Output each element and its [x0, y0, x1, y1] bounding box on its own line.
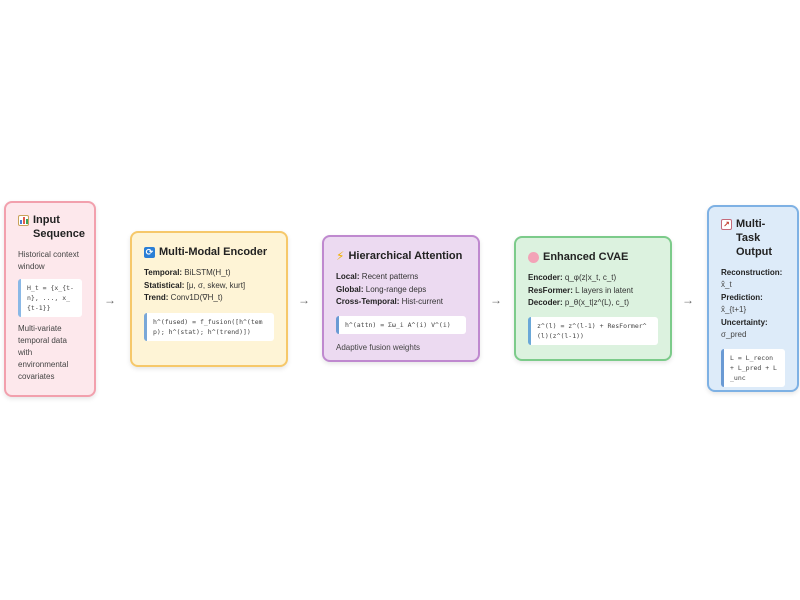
encoder-row-statistical: Statistical: [μ, σ, skew, kurt]: [144, 280, 246, 290]
cycle-arrows-icon: ⟳: [144, 247, 155, 258]
enhanced-cvae-box: Enhanced CVAE Encoder: q_φ(z|x_t, c_t) R…: [514, 236, 672, 361]
lightning-icon: ⚡: [336, 249, 345, 263]
trend-chart-icon: ↗: [721, 219, 732, 230]
attention-row-global: Global: Long-range deps: [336, 284, 427, 294]
attention-row-local: Local: Recent patterns: [336, 272, 419, 281]
flow-arrow-4: →: [682, 293, 694, 307]
input-description: Historical context window: [18, 250, 79, 271]
flow-arrow-3: →: [490, 293, 502, 307]
cvae-row-encoder: Encoder: q_φ(z|x_t, c_t): [528, 273, 617, 282]
input-formula: H_t = {x_{t-n}, ..., x_{t-1}}: [18, 279, 82, 317]
cvae-title: Enhanced CVAE: [528, 250, 658, 264]
flow-arrow-1: →: [104, 293, 116, 307]
encoder-title: ⟳ Multi-Modal Encoder: [144, 246, 268, 258]
attention-title: ⚡ Hierarchical Attention: [336, 249, 463, 263]
output-title: ↗ Multi-Task Output: [721, 217, 785, 259]
cvae-row-decoder: Decoder: p_θ(x_t|z^(L), c_t): [528, 298, 629, 307]
attention-formula: h^(attn) = Σω_i A^(i) V^(i): [336, 315, 466, 334]
multi-modal-encoder-box: ⟳ Multi-Modal Encoder Temporal: BiLSTM(H…: [130, 231, 288, 367]
encoder-formula: h^(fused) = f_fusion([h^(temp); h^(stat)…: [144, 312, 274, 341]
output-loss-formula: L = L_recon + L_pred + L_unc: [721, 349, 785, 387]
cvae-row-resformer: ResFormer: L layers in latent: [528, 285, 634, 295]
output-label-reconstruction: Reconstruction:: [721, 268, 783, 277]
input-note: Multi-variate temporal data with environ…: [18, 324, 69, 381]
attention-note: Adaptive fusion weights: [336, 342, 421, 352]
encoder-row-temporal: Temporal: BiLSTM(H_t): [144, 268, 231, 277]
attention-row-cross-temporal: Cross-Temporal: Hist-current: [336, 297, 443, 306]
encoder-row-trend: Trend: Conv1D(∇H_t): [144, 293, 223, 302]
cvae-formula: z^(l) = z^(l-1) + ResFormer^(l)(z^(l-1)): [528, 316, 658, 345]
output-value-reconstruction: x̂_t: [721, 280, 732, 289]
output-label-uncertainty: Uncertainty:: [721, 318, 768, 327]
hierarchical-attention-box: ⚡ Hierarchical Attention Local: Recent p…: [322, 235, 480, 362]
input-sequence-box: Input Sequence Historical context window…: [4, 201, 96, 397]
flow-arrow-2: →: [298, 293, 310, 307]
input-sequence-title: Input Sequence: [18, 213, 85, 241]
output-value-uncertainty: σ_pred: [721, 330, 747, 339]
multi-task-output-box: ↗ Multi-Task Output Reconstruction: x̂_t…: [707, 205, 799, 392]
bar-chart-icon: [18, 215, 29, 226]
output-label-prediction: Prediction:: [721, 293, 763, 302]
brain-icon: [528, 252, 539, 263]
output-value-prediction: x̂_{t+1}: [721, 305, 747, 314]
